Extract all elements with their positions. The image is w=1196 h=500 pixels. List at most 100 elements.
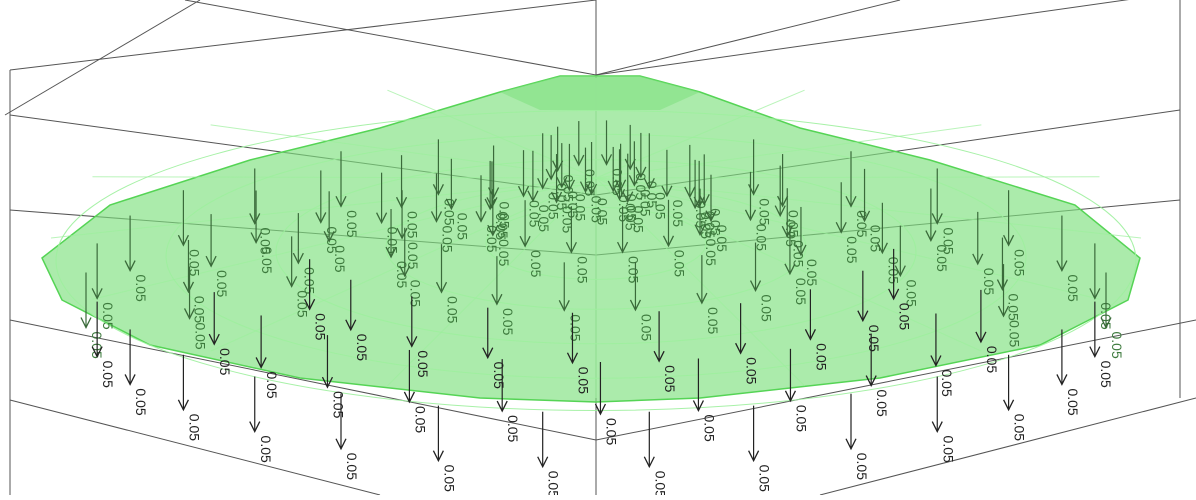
load-arrow: 0.05 (565, 206, 590, 284)
load-arrow: 0.05 (996, 237, 1021, 321)
load-value-label: 0.05 (693, 201, 709, 228)
down-arrow-icon (835, 221, 847, 234)
down-arrow-icon (925, 230, 937, 242)
load-arrow: 0.05 (286, 236, 311, 318)
down-arrow-icon (177, 399, 189, 412)
down-arrow-icon (432, 450, 444, 463)
load-arrow: 0.05 (628, 141, 653, 217)
grid-line (595, 319, 1196, 441)
load-arrow: 0.05 (1089, 301, 1114, 388)
load-arrow: 0.05 (931, 376, 956, 463)
down-arrow-icon (484, 198, 496, 211)
down-arrow-icon (292, 252, 304, 265)
load-value-label: 0.05 (574, 256, 590, 283)
load-value-label: 0.05 (313, 313, 329, 340)
mesh-radial (210, 124, 597, 179)
load-arrow: 0.05 (208, 292, 233, 376)
load-arrow: 0.05 (997, 264, 1023, 348)
load-value-label: 0.05 (258, 436, 274, 463)
load-value-label: 0.05 (652, 192, 668, 219)
load-arrow: 0.05 (335, 393, 360, 480)
load-value-label: 0.05 (258, 227, 274, 254)
down-arrow-icon (475, 210, 487, 223)
load-value-label: 0.05 (854, 453, 870, 480)
down-arrow-icon (705, 210, 717, 223)
load-arrow: 0.05 (744, 171, 769, 251)
mesh-radial (50, 177, 597, 239)
load-arrow: 0.05 (432, 405, 457, 492)
load-arrow: 0.05 (662, 199, 687, 277)
load-arrow: 0.05 (1056, 215, 1081, 302)
load-value-label: 0.05 (984, 346, 1000, 373)
down-arrow-icon (876, 242, 888, 255)
load-value-label: 0.05 (412, 406, 428, 433)
down-arrow-icon (345, 319, 357, 332)
down-arrow-icon (865, 375, 877, 387)
down-arrow-icon (1089, 346, 1101, 359)
load-value-label: 0.05 (1065, 275, 1081, 302)
load-arrow: 0.05 (321, 335, 346, 419)
load-value-label: 0.05 (344, 210, 360, 237)
down-arrow-icon (566, 352, 579, 365)
load-arrow: 0.05 (804, 289, 829, 371)
load-value-label: 0.05 (903, 280, 919, 307)
load-arrow: 0.05 (484, 160, 509, 240)
down-arrow-icon (629, 299, 642, 312)
load-arrow: 0.05 (748, 405, 773, 492)
down-arrow-icon (335, 195, 347, 208)
down-arrow-icon (635, 166, 647, 179)
load-value-label: 0.05 (415, 350, 431, 377)
load-value-label: 0.05 (500, 308, 516, 335)
load-arrow: 0.05 (1100, 272, 1125, 359)
load-value-label: 0.05 (705, 307, 721, 334)
load-arrow: 0.05 (491, 256, 516, 336)
down-arrow-icon (249, 213, 261, 225)
down-arrow-icon (784, 390, 797, 403)
load-arrow: 0.05 (692, 358, 717, 442)
load-arrow: 0.05 (975, 289, 1000, 373)
load-arrow: 0.05 (545, 135, 570, 211)
down-arrow-icon (653, 350, 665, 363)
load-arrow: 0.05 (579, 147, 604, 223)
load-arrow: 0.05 (749, 242, 775, 322)
load-value-label: 0.05 (588, 196, 604, 223)
load-value-label: 0.05 (259, 246, 275, 273)
down-arrow-icon (304, 298, 316, 311)
load-value-label: 0.05 (1065, 388, 1081, 415)
down-arrow-icon (517, 185, 530, 198)
load-value-label: 0.05 (394, 261, 410, 288)
down-arrow-icon (774, 205, 786, 218)
load-value-label: 0.05 (1109, 332, 1125, 359)
down-arrow-icon (321, 376, 334, 389)
load-arrow: 0.05 (376, 172, 401, 254)
mesh-radial (595, 124, 982, 179)
load-value-label: 0.05 (214, 270, 230, 297)
down-arrow-icon (552, 160, 564, 173)
down-arrow-icon (385, 246, 397, 259)
down-arrow-icon (748, 450, 760, 463)
load-value-label: 0.05 (757, 465, 773, 492)
mesh-radial (92, 177, 597, 300)
load-arrow: 0.05 (435, 244, 461, 324)
load-value-label: 0.05 (744, 357, 760, 384)
load-value-label: 0.05 (1005, 294, 1021, 321)
load-arrow: 0.05 (566, 312, 591, 394)
load-value-label: 0.05 (528, 250, 544, 277)
down-arrow-icon (931, 421, 943, 433)
down-arrow-icon (399, 265, 411, 278)
down-arrow-icon (931, 213, 943, 225)
grid-line (9, 0, 597, 71)
load-value-label: 0.05 (1012, 414, 1028, 441)
load-arrow: 0.05 (781, 188, 806, 268)
down-arrow-icon (537, 177, 549, 190)
load-arrow: 0.05 (1003, 190, 1028, 277)
load-arrow: 0.05 (1056, 329, 1081, 416)
load-value-label: 0.05 (595, 198, 611, 225)
load-arrow: 0.05 (622, 153, 647, 233)
load-value-label: 0.05 (454, 213, 470, 240)
down-arrow-icon (527, 190, 539, 203)
down-arrow-icon (182, 281, 195, 294)
grid-line (4, 0, 201, 116)
load-value-label: 0.05 (626, 256, 642, 283)
